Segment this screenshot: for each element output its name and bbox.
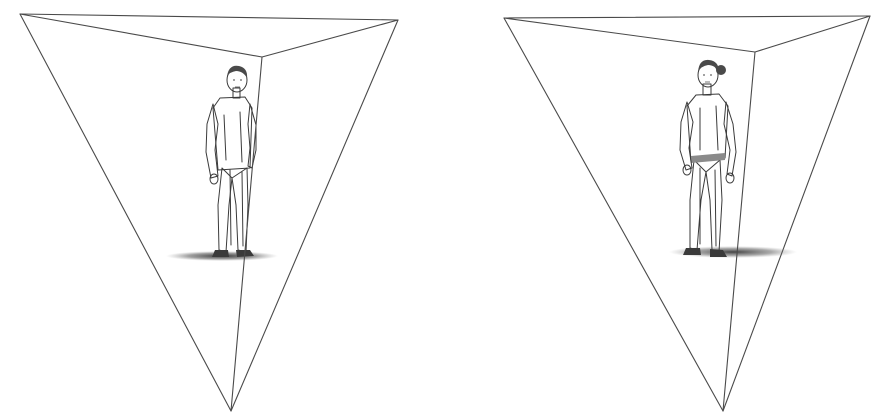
frame-inner-edge bbox=[504, 18, 755, 52]
woman-figure bbox=[680, 60, 736, 257]
man-figure bbox=[206, 66, 256, 257]
frame-top-edge bbox=[504, 16, 870, 18]
hair bbox=[227, 66, 247, 78]
tetrahedron-illustration-right bbox=[438, 0, 876, 419]
frame-left-edge bbox=[20, 14, 231, 411]
frame-right-edge bbox=[231, 20, 398, 411]
hair-bun bbox=[716, 65, 726, 75]
frame-inner-edge bbox=[20, 14, 262, 57]
tetrahedron-illustration-left bbox=[0, 0, 438, 419]
frame-top-edge bbox=[20, 14, 398, 20]
panel-right bbox=[438, 0, 876, 419]
hair bbox=[698, 60, 719, 72]
tetrahedron-frame-right bbox=[504, 16, 870, 411]
frame-right-edge bbox=[723, 16, 870, 411]
panel-left bbox=[0, 0, 438, 419]
tetrahedron-frame-left bbox=[20, 14, 398, 411]
frame-inner-edge bbox=[755, 16, 870, 52]
frame-inner-edge bbox=[262, 20, 398, 57]
frame-front-edge bbox=[231, 57, 262, 411]
